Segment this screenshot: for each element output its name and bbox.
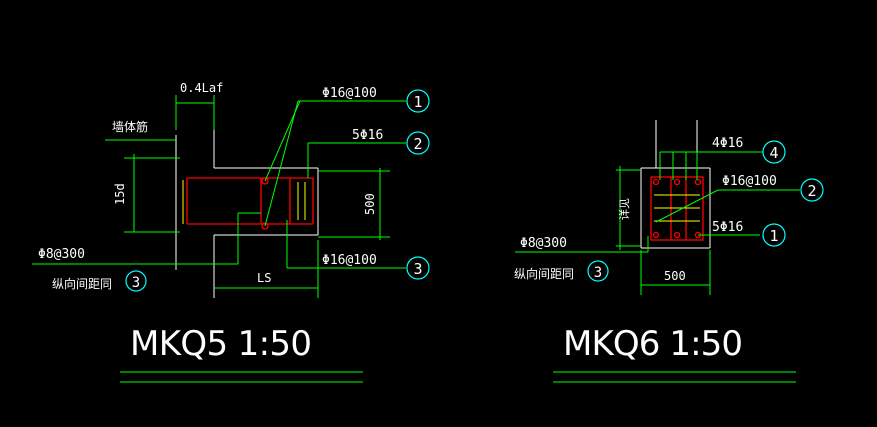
mkq5-bar3-label: Φ16@100 (322, 253, 377, 268)
mkq5-callout-3: 3 (413, 260, 422, 278)
mkq6-callout-1: 1 (769, 227, 778, 245)
mkq5-ties (182, 180, 306, 224)
mkq6-callouts (587, 140, 824, 282)
mkq5-callout-1: 1 (413, 93, 422, 111)
mkq6-callout-2: 2 (807, 182, 816, 200)
mkq5-title: MKQ5 1:50 (130, 324, 312, 364)
mkq5-bar2-label: 5Φ16 (352, 128, 383, 143)
mkq6-bar4-label: 4Φ16 (712, 136, 743, 151)
mkq6-callout-4: 4 (769, 144, 778, 162)
mkq5-outline (175, 128, 319, 298)
mkq6-detail: 4 2 1 3 4Φ16 Φ16@100 5Φ16 Φ8@300 纵向间距同 详… (514, 120, 824, 383)
mkq5-dim-top: 0.4Laf (180, 81, 223, 95)
mkq5-callout-left: 3 (132, 275, 140, 291)
mkq5-bar-left-label: Φ8@300 (38, 247, 85, 262)
mkq6-leaders (515, 151, 800, 295)
mkq5-leaders (32, 95, 406, 298)
mkq6-label-side: 详见 (617, 198, 631, 220)
mkq5-callouts (125, 89, 430, 292)
mkq5-dim-500: 500 (363, 193, 377, 215)
mkq6-bar-left-label: Φ8@300 (520, 236, 567, 251)
mkq6-note-left: 纵向间距同 (514, 266, 574, 281)
mkq5-label-wall: 墙体筋 (112, 119, 148, 134)
mkq5-title-underline (120, 371, 363, 383)
mkq6-callout-left: 3 (594, 265, 602, 281)
mkq5-rebar (186, 177, 314, 230)
mkq6-title: MKQ6 1:50 (563, 324, 743, 364)
mkq5-callout-2: 2 (413, 135, 422, 153)
mkq5-detail: 1 2 3 3 0.4Laf 墙体筋 15d 500 LS Φ16@100 5Φ… (32, 81, 430, 383)
mkq5-note-left: 纵向间距同 (52, 276, 112, 291)
mkq6-title-underline (553, 371, 796, 383)
mkq6-ties (654, 194, 700, 222)
mkq5-bar1-label: Φ16@100 (322, 86, 377, 101)
mkq6-bar2-label: Φ16@100 (722, 174, 777, 189)
mkq5-dim-ls: LS (257, 271, 271, 285)
mkq5-dim-15d: 15d (113, 183, 127, 205)
mkq6-bar1-label: 5Φ16 (712, 220, 743, 235)
mkq6-dim-500: 500 (664, 269, 686, 283)
